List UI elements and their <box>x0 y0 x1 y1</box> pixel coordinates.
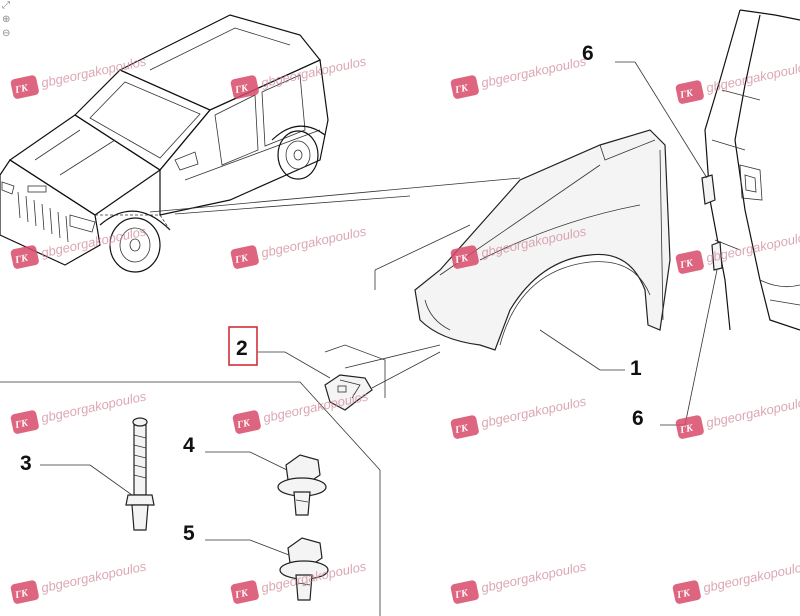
watermark: ΓΚ gbgeorgakopoulos <box>10 388 148 434</box>
svg-text:ΓΚ: ΓΚ <box>13 82 30 96</box>
bolt-part-4 <box>277 454 327 516</box>
svg-text:gbgeorgakopoulos: gbgeorgakopoulos <box>40 558 148 595</box>
svg-text:gbgeorgakopoulos: gbgeorgakopoulos <box>705 228 800 265</box>
svg-text:ΓΚ: ΓΚ <box>233 82 250 96</box>
svg-text:gbgeorgakopoulos: gbgeorgakopoulos <box>260 223 368 260</box>
watermark: ΓΚ gbgeorgakopoulos <box>450 393 588 439</box>
zoom-fit-icon[interactable]: ⤢ <box>2 0 10 11</box>
svg-text:gbgeorgakopoulos: gbgeorgakopoulos <box>705 58 800 95</box>
svg-text:ΓΚ: ΓΚ <box>678 87 695 101</box>
svg-text:ΓΚ: ΓΚ <box>678 422 695 436</box>
body-pillar-part <box>704 9 800 331</box>
callout-6-upper[interactable]: 6 <box>582 42 594 65</box>
watermark: ΓΚ gbgeorgakopoulos <box>10 53 148 99</box>
svg-text:gbgeorgakopoulos: gbgeorgakopoulos <box>702 558 800 595</box>
zoom-out-icon[interactable]: ⊖ <box>2 28 11 39</box>
svg-text:ΓΚ: ΓΚ <box>233 252 250 266</box>
callout-3[interactable]: 3 <box>20 452 32 475</box>
svg-text:gbgeorgakopoulos: gbgeorgakopoulos <box>40 223 148 260</box>
callout-4[interactable]: 4 <box>183 434 195 457</box>
watermark: ΓΚ gbgeorgakopoulos <box>450 558 588 604</box>
zoom-in-icon[interactable]: ⊕ <box>2 14 11 25</box>
clip-6-upper <box>701 174 716 205</box>
clip-6-lower <box>711 241 723 271</box>
watermark: ΓΚ gbgeorgakopoulos <box>230 53 368 99</box>
svg-text:gbgeorgakopoulos: gbgeorgakopoulos <box>262 388 370 425</box>
callout-2[interactable]: 2 <box>236 337 248 360</box>
svg-text:ΓΚ: ΓΚ <box>678 257 695 271</box>
svg-text:ΓΚ: ΓΚ <box>453 82 470 96</box>
svg-text:gbgeorgakopoulos: gbgeorgakopoulos <box>40 388 148 425</box>
watermark: ΓΚ gbgeorgakopoulos <box>10 558 148 604</box>
watermark: ΓΚ gbgeorgakopoulos <box>675 228 800 274</box>
callout-6-lower[interactable]: 6 <box>632 407 644 430</box>
svg-text:ΓΚ: ΓΚ <box>233 587 250 601</box>
svg-text:ΓΚ: ΓΚ <box>13 417 30 431</box>
svg-text:gbgeorgakopoulos: gbgeorgakopoulos <box>260 53 368 90</box>
svg-text:gbgeorgakopoulos: gbgeorgakopoulos <box>480 558 588 595</box>
svg-text:ΓΚ: ΓΚ <box>675 587 692 601</box>
car-illustration <box>0 14 329 273</box>
svg-text:ΓΚ: ΓΚ <box>13 252 30 266</box>
watermark: ΓΚ gbgeorgakopoulos <box>675 58 800 104</box>
svg-text:ΓΚ: ΓΚ <box>453 587 470 601</box>
watermark: ΓΚ gbgeorgakopoulos <box>450 53 588 99</box>
watermark: ΓΚ gbgeorgakopoulos <box>672 558 800 604</box>
watermark: ΓΚ gbgeorgakopoulos <box>675 393 800 439</box>
callout-2-highlight <box>228 326 258 366</box>
svg-text:ΓΚ: ΓΚ <box>235 417 252 431</box>
watermark: ΓΚ gbgeorgakopoulos <box>232 388 370 434</box>
watermark: ΓΚ gbgeorgakopoulos <box>230 223 368 269</box>
svg-text:ΓΚ: ΓΚ <box>453 422 470 436</box>
bolt-part-5 <box>279 537 329 601</box>
svg-text:gbgeorgakopoulos: gbgeorgakopoulos <box>480 393 588 430</box>
watermarks: ΓΚ gbgeorgakopoulos ΓΚ gbgeorgakopoulos … <box>10 53 800 604</box>
svg-text:ΓΚ: ΓΚ <box>13 587 30 601</box>
svg-text:ΓΚ: ΓΚ <box>453 252 470 266</box>
callout-1[interactable]: 1 <box>630 357 642 380</box>
svg-text:gbgeorgakopoulos: gbgeorgakopoulos <box>705 393 800 430</box>
bracket-part <box>324 374 373 411</box>
screw-part-3 <box>125 417 155 531</box>
svg-text:gbgeorgakopoulos: gbgeorgakopoulos <box>480 53 588 90</box>
callout-5[interactable]: 5 <box>183 522 195 545</box>
